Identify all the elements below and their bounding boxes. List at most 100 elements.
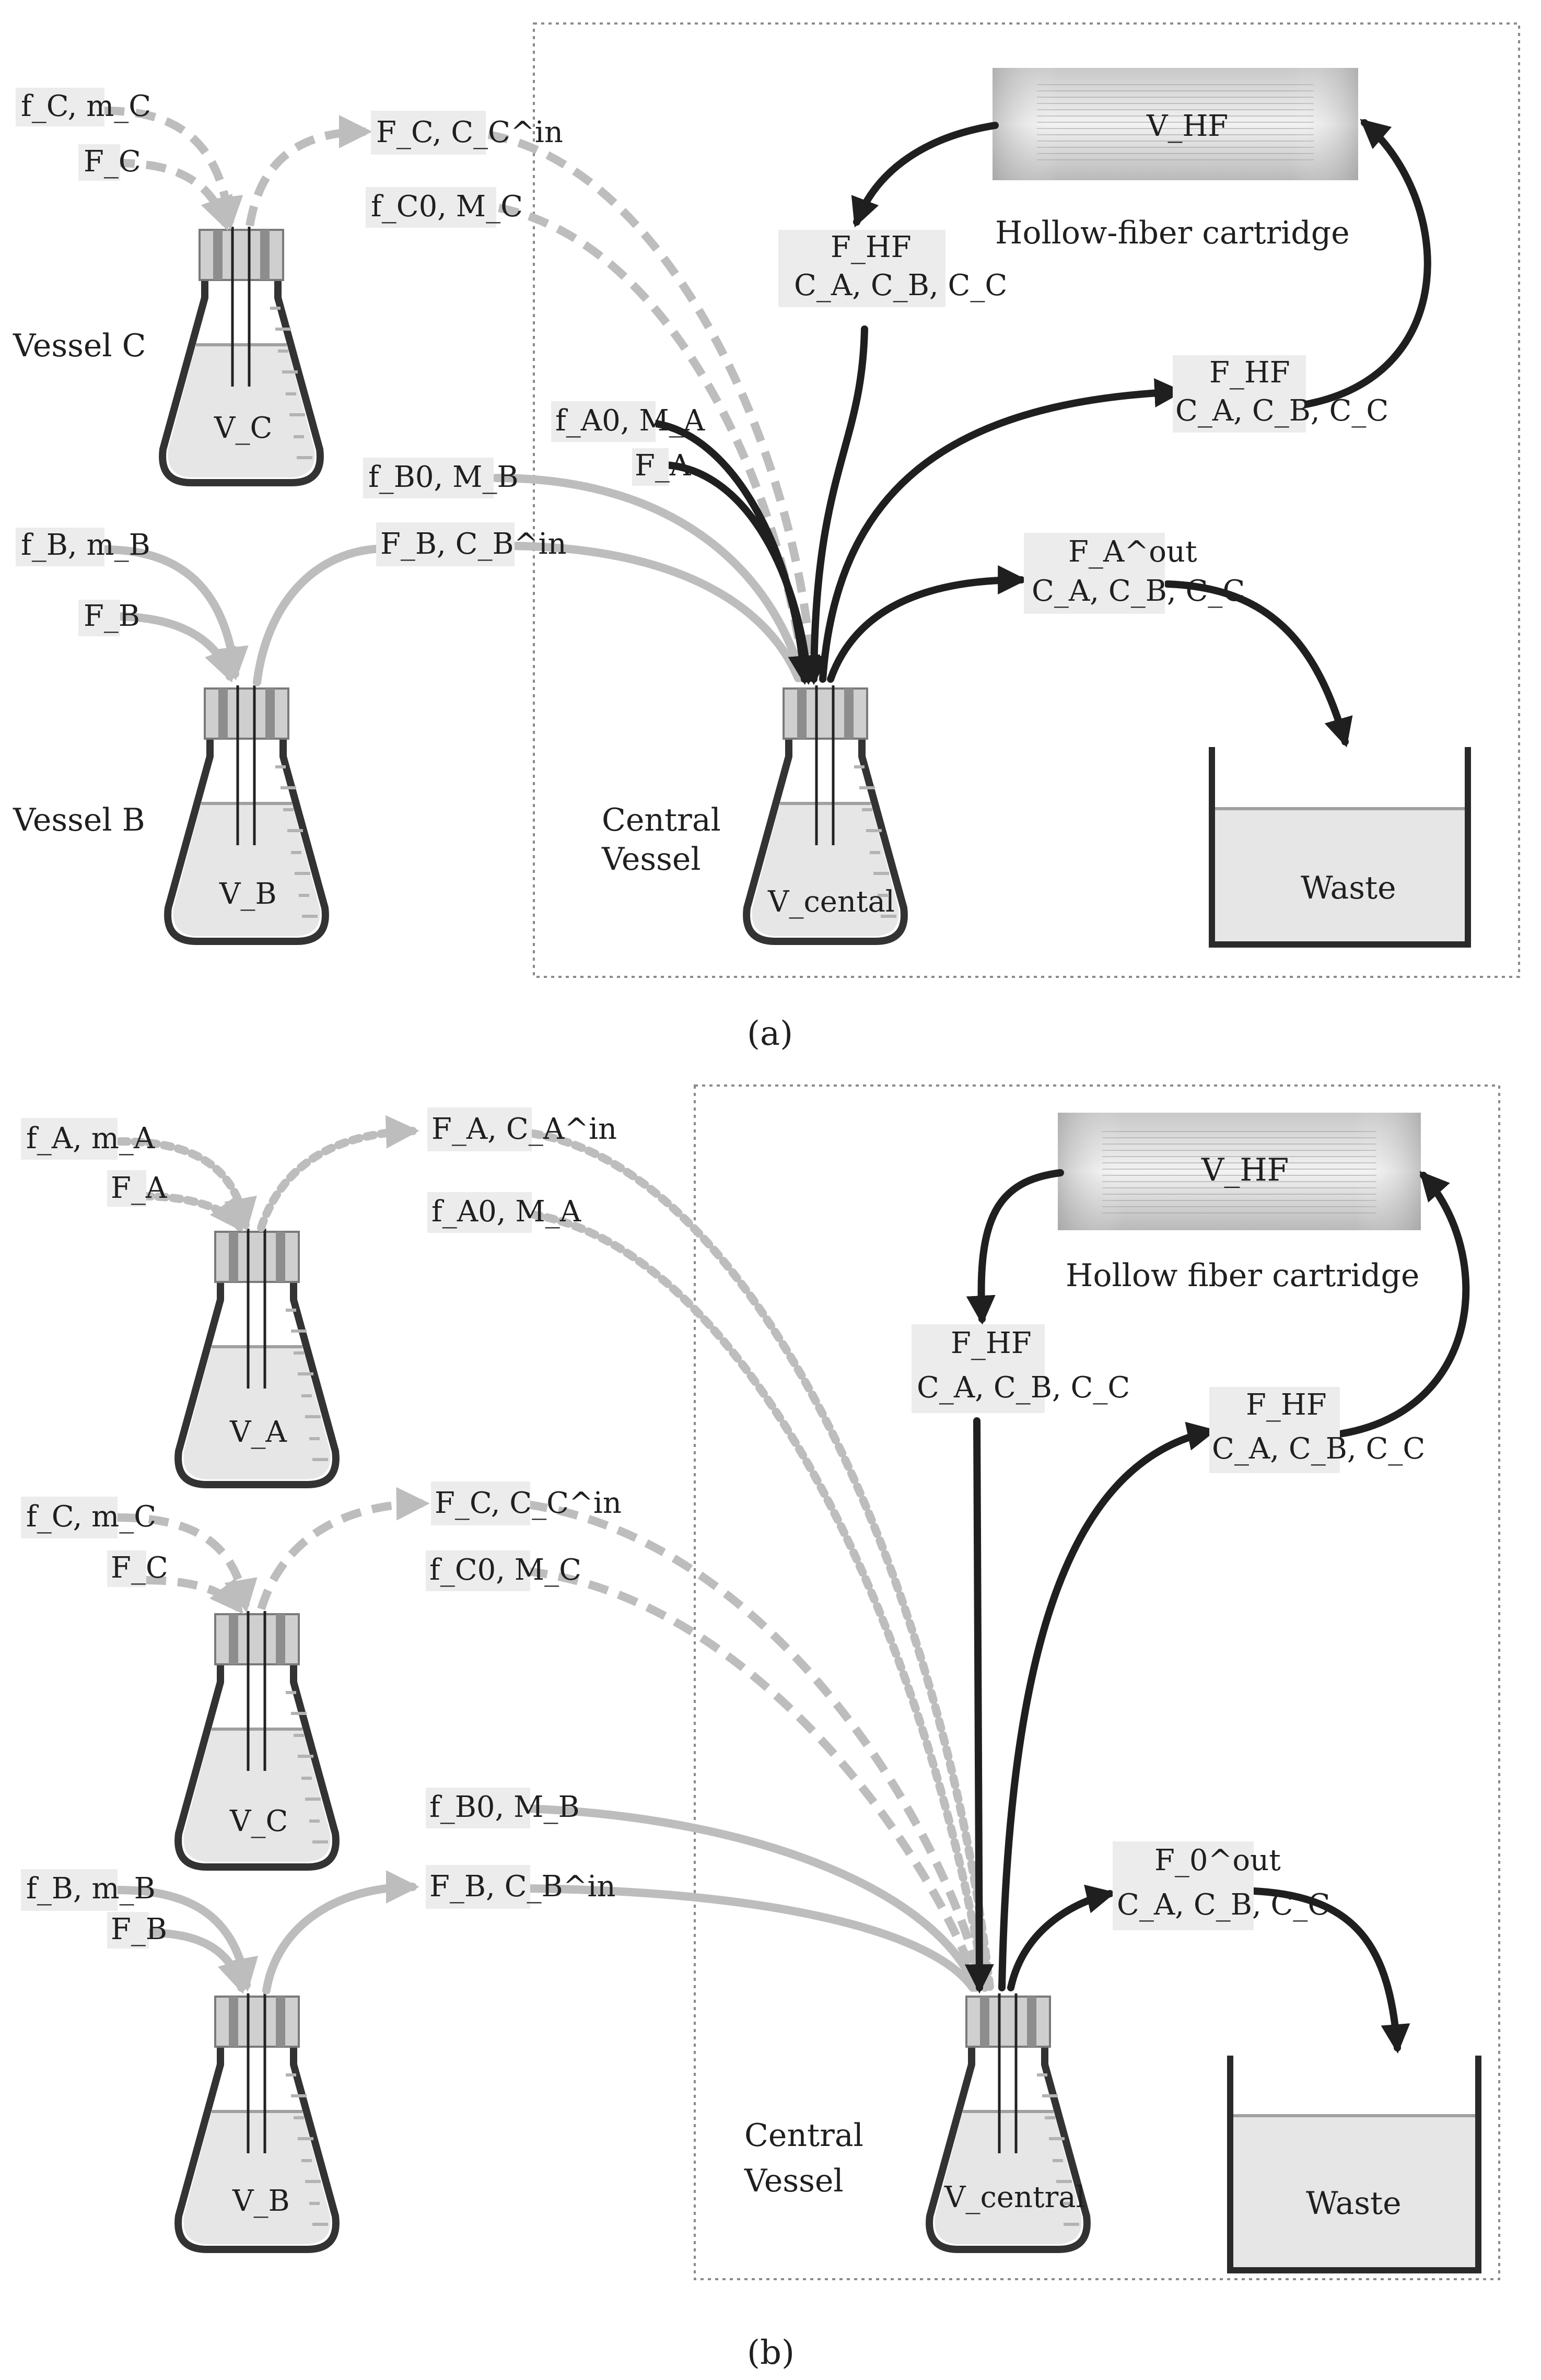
arrow-Fc-Cin-b	[257, 1487, 430, 1611]
label-Fc-Cin-b: F_C, C_C^in	[435, 1486, 622, 1520]
vessel-c-volume-b: V_C	[229, 1804, 288, 1838]
central-volume-b: V_central	[944, 2180, 1085, 2214]
arrow-Fb-Cin-b	[262, 1870, 419, 1994]
central-volume-a: V_cental	[767, 885, 895, 919]
vessel-c-label-a: Vessel C	[13, 328, 146, 364]
label-FHF-left-b: F_HF	[951, 1326, 1032, 1360]
waste-label-a: Waste	[1301, 870, 1396, 906]
label-Fb-b: F_B	[111, 1912, 167, 1946]
labels-b: f_A, m_A F_A F_A, C_A^in f_A0, M_A f_C, …	[21, 1107, 1425, 1949]
label-fb-mb-a: f_B, m_B	[21, 528, 150, 562]
label-Fb-a: F_B	[84, 599, 140, 633]
label-conc-top-a: C_A, C_B, C_C	[794, 269, 1007, 302]
label-FHF-right-a: F_HF	[1209, 356, 1290, 390]
label-Fout-a: F_A^out	[1068, 535, 1197, 569]
hollow-fiber-cartridge-a	[993, 68, 1358, 180]
label-conc-right-b: C_A, C_B, C_C	[1212, 1432, 1425, 1466]
vessel-b-volume-a: V_B	[219, 877, 277, 911]
label-fb0-Mb-b: f_B0, M_B	[429, 1790, 580, 1824]
label-fa0-Ma-b: f_A0, M_A	[431, 1195, 581, 1229]
vessel-a-volume-b: V_A	[229, 1415, 287, 1449]
label-fc-mc-a: f_C, m_C	[21, 89, 151, 123]
label-Fc-a: F_C	[84, 145, 141, 179]
central-vessel-label-line1-b: Central	[744, 2117, 863, 2154]
panel-a: Vessel C V_C Vessel B V_B Central Vessel…	[13, 22, 1520, 1053]
label-conc-out-a: C_A, C_B, C_C	[1032, 574, 1245, 608]
label-Fa-Cin-b: F_A, C_A^in	[431, 1112, 617, 1146]
arrow-Fc-Cin-a	[246, 115, 372, 227]
arrow-FHF-to-cartridge-b	[1336, 1171, 1470, 1438]
central-vessel-label-line2-b: Vessel	[744, 2163, 844, 2199]
arrow-out-to-waste-a	[1164, 580, 1353, 748]
arrow-fb-mb-a	[100, 545, 249, 681]
waste-label-b: Waste	[1306, 2185, 1402, 2222]
arrow-FHF-down-b	[964, 1417, 994, 1994]
arrow-FHF-down-a	[799, 325, 868, 685]
line-Fb-Cin-a	[253, 544, 391, 686]
label-Fa-a: F_A	[635, 449, 691, 483]
label-Fc-b: F_C	[111, 1551, 168, 1585]
waste-tank-b	[1227, 2056, 1481, 2273]
labels-a: f_C, m_C F_C F_C, C_C^in f_C0, M_C f_A0,…	[16, 88, 1388, 636]
arrow-cartridge-to-FHF-a	[851, 122, 999, 228]
arrow-fc-mc-b	[117, 1513, 258, 1613]
central-boundary-b	[694, 1084, 1500, 2280]
caption-b: (b)	[747, 2334, 795, 2372]
cartridge-volume-b: V_HF	[1201, 1152, 1289, 1188]
label-conc-right-a: C_A, C_B, C_C	[1175, 394, 1388, 428]
label-FHF-right-b: F_HF	[1246, 1388, 1327, 1422]
label-FHF-top-a: F_HF	[831, 230, 912, 264]
line-Fa-to-central-b	[529, 1129, 994, 1992]
central-vessel-label-line1-a: Central	[602, 802, 721, 838]
label-conc-left-b: C_A, C_B, C_C	[917, 1371, 1130, 1405]
cartridge-volume-a: V_HF	[1146, 109, 1228, 143]
cartridge-name-a: Hollow-fiber cartridge	[995, 215, 1350, 251]
line-fc0-to-central-a	[498, 204, 809, 680]
arrow-Fa-to-central-a	[662, 461, 821, 685]
arrow-central-to-out-b	[1007, 1884, 1116, 1991]
arrow-Fa-Cin-b	[257, 1115, 419, 1232]
vessel-b-label-a: Vessel B	[13, 802, 145, 838]
caption-a: (a)	[747, 1014, 793, 1053]
line-fc0-to-central-b	[527, 1567, 982, 1989]
label-fc0-Mc-a: f_C0, M_C	[371, 190, 523, 224]
arrow-central-to-FHF-b	[998, 1421, 1217, 1991]
arrow-Fc-a	[114, 159, 232, 231]
waste-tank-a	[1209, 747, 1471, 948]
label-fb-mb-b: f_B, m_B	[26, 1872, 156, 1906]
label-Fa-b: F_A	[111, 1171, 167, 1205]
line-Fb-to-central-a	[510, 542, 802, 682]
central-boundary-a	[533, 22, 1520, 978]
label-fa0-Ma-a: f_A0, M_A	[555, 404, 705, 438]
label-Fout-b: F_0^out	[1154, 1844, 1281, 1877]
label-fb0-Mb-a: f_B0, M_B	[368, 460, 519, 494]
arrow-cartridge-to-FHF-b	[966, 1169, 1064, 1325]
vessel-b-volume-b: V_B	[232, 2184, 290, 2218]
line-Fb-to-central-b	[523, 1884, 977, 1992]
label-fc0-Mc-b: f_C0, M_C	[429, 1553, 581, 1587]
panel-b: V_A V_C V_B Central Vessel V_central V_H…	[21, 1084, 1500, 2372]
label-Fc-Cin-a: F_C, C_C^in	[376, 115, 563, 149]
arrow-Fb-b	[145, 1929, 250, 1994]
line-Fc-to-central-a	[487, 131, 816, 680]
vessel-c-volume-a: V_C	[214, 411, 272, 445]
hollow-fiber-cartridge-b	[1058, 1113, 1421, 1230]
arrow-FHF-to-cartridge-a	[1300, 119, 1431, 409]
line-Fc-to-central-b	[527, 1500, 986, 1989]
arrow-central-to-FHF-a	[819, 378, 1184, 683]
arrow-Fc-b	[146, 1576, 244, 1614]
line-fa0-to-central-b	[529, 1210, 989, 1992]
label-fc-mc-b: f_C, m_C	[26, 1500, 156, 1534]
label-Fb-Cin-b: F_B, C_B^in	[429, 1870, 616, 1904]
arrow-out-to-waste-b	[1250, 1887, 1410, 2054]
line-fb0-to-central-a	[492, 474, 806, 682]
arrow-Fa-b	[139, 1192, 243, 1232]
label-fa-ma-b: f_A, m_A	[26, 1122, 155, 1156]
arrow-fc-mc-a	[104, 107, 243, 230]
label-conc-out-b: C_A, C_B, C_C	[1117, 1888, 1330, 1922]
cartridge-name-b: Hollow fiber cartridge	[1066, 1257, 1419, 1294]
arrow-Fb-a	[111, 612, 236, 683]
line-fb0-to-central-b	[523, 1804, 980, 1992]
label-Fb-Cin-a: F_B, C_B^in	[380, 527, 567, 561]
arrow-central-to-out-a	[827, 565, 1028, 683]
